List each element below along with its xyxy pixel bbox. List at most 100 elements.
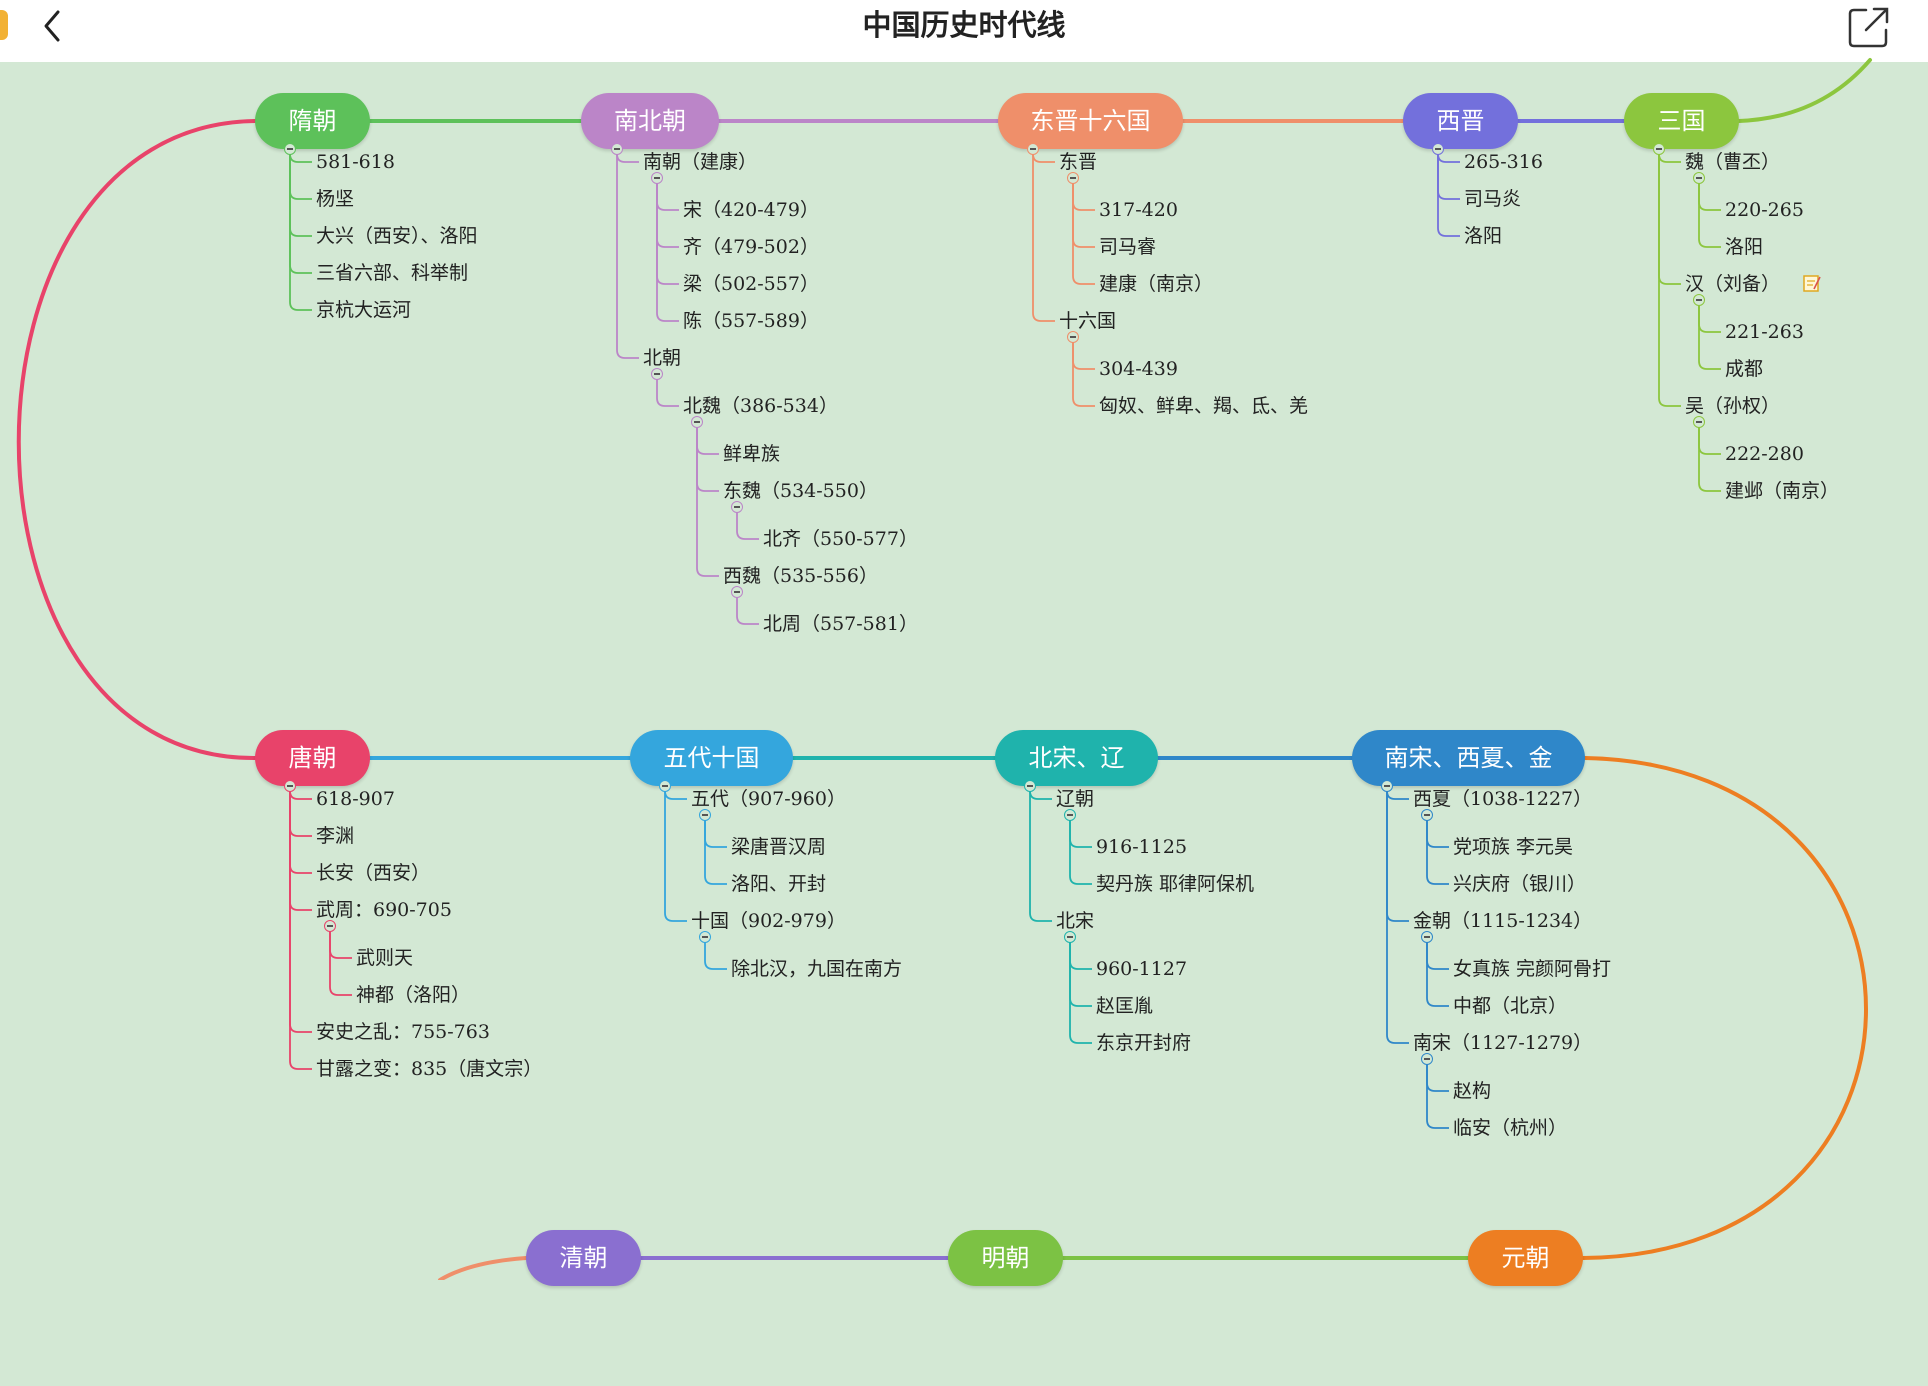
tree-item: 安史之乱：755-763	[316, 1021, 490, 1043]
tree-item: 成都	[1725, 358, 1764, 380]
tree-branch	[1698, 175, 1721, 248]
collapse-toggle-icon[interactable]	[611, 143, 623, 155]
era-wudai-shiguo[interactable]: 五代十国	[630, 730, 793, 786]
tree-branches	[1658, 153, 1721, 492]
tree-branch	[664, 792, 687, 922]
tree-item: 梁唐晋汉周	[731, 836, 827, 858]
collapse-toggle-icon[interactable]	[1432, 143, 1444, 155]
era-sanguo[interactable]: 三国	[1624, 93, 1739, 149]
tree-item: 吴（孙权）	[1685, 395, 1781, 417]
tree-branch	[1069, 812, 1092, 885]
collapse-toggle-icon[interactable]	[284, 143, 296, 155]
collapse-toggle-icon[interactable]	[1381, 780, 1393, 792]
tree-item: 甘露之变：835（唐文宗）	[316, 1058, 543, 1080]
tree-item: 长安（西安）	[316, 862, 431, 884]
era-tang[interactable]: 唐朝	[255, 730, 370, 786]
top-bar	[0, 0, 1928, 62]
era-xijin[interactable]: 西晋	[1403, 93, 1518, 149]
collapse-toggle-icon[interactable]	[731, 501, 743, 513]
tree-item: 赵构	[1453, 1080, 1492, 1102]
collapse-toggle-icon[interactable]	[1064, 809, 1076, 821]
era-sui[interactable]: 隋朝	[255, 93, 370, 149]
tree-branch	[616, 153, 639, 163]
tree-branch	[1426, 812, 1449, 885]
tree-item: 东京开封府	[1096, 1032, 1192, 1054]
tree-branch	[289, 792, 312, 1033]
collapse-toggle-icon[interactable]	[659, 780, 671, 792]
tree-branch	[664, 790, 687, 800]
collapse-toggle-icon[interactable]	[691, 416, 703, 428]
back-button[interactable]	[32, 4, 72, 48]
tree-item: 梁（502-557）	[683, 273, 819, 295]
era-beisong-liao[interactable]: 北宋、辽	[995, 730, 1158, 786]
tree-item: 匈奴、鲜卑、羯、氐、羌	[1099, 395, 1309, 417]
tree-branches	[1032, 153, 1095, 407]
tree-branch	[656, 371, 679, 407]
tree-branch	[656, 175, 679, 248]
tree-item: 960-1127	[1096, 958, 1188, 980]
tree-branch	[1029, 790, 1052, 800]
tree-branch	[289, 790, 312, 800]
tree-branch	[329, 923, 352, 996]
tree-item: 北齐（550-577）	[763, 528, 918, 550]
era-ming[interactable]: 明朝	[948, 1230, 1063, 1286]
collapse-toggle-icon[interactable]	[651, 172, 663, 184]
collapse-toggle-icon[interactable]	[284, 780, 296, 792]
tree-branch	[1658, 153, 1681, 163]
tree-item: 女真族 完颜阿骨打	[1453, 958, 1612, 980]
collapse-toggle-icon[interactable]	[1067, 172, 1079, 184]
tree-item: 东晋	[1059, 151, 1098, 173]
tree-item: 220-265	[1725, 199, 1804, 221]
tree-branch	[1072, 175, 1095, 285]
tree-branches	[616, 153, 759, 625]
note-icon[interactable]	[1803, 274, 1821, 292]
collapse-toggle-icon[interactable]	[1064, 931, 1076, 943]
tree-item: 916-1125	[1096, 836, 1188, 858]
tree-branch	[1658, 155, 1681, 407]
tree-item: 神都（洛阳）	[356, 984, 471, 1006]
collapse-toggle-icon[interactable]	[699, 931, 711, 943]
tree-branch	[289, 792, 312, 874]
tree-branch	[704, 934, 727, 970]
tree-item: 杨坚	[316, 188, 355, 210]
line-yuan-curve	[1581, 756, 1868, 1260]
collapse-toggle-icon[interactable]	[731, 586, 743, 598]
tree-branch	[1032, 155, 1055, 322]
collapse-toggle-icon[interactable]	[1067, 331, 1079, 343]
collapse-toggle-icon[interactable]	[1027, 143, 1039, 155]
collapse-toggle-icon[interactable]	[1693, 172, 1705, 184]
tree-branch	[696, 419, 719, 492]
collapse-toggle-icon[interactable]	[1653, 143, 1665, 155]
tree-branch	[1386, 792, 1409, 922]
era-nansong-xixia-jin[interactable]: 南宋、西夏、金	[1352, 730, 1585, 786]
share-icon	[1848, 7, 1889, 48]
tree-item: 契丹族 耶律阿保机	[1096, 873, 1255, 895]
tree-item: 五代（907-960）	[691, 788, 846, 810]
era-yuan[interactable]: 元朝	[1468, 1230, 1583, 1286]
collapse-toggle-icon[interactable]	[324, 920, 336, 932]
collapse-toggle-icon[interactable]	[651, 368, 663, 380]
tree-item: 西魏（535-556）	[723, 565, 878, 587]
tree-branch	[736, 589, 759, 625]
era-qing[interactable]: 清朝	[526, 1230, 641, 1286]
tree-item: 618-907	[316, 788, 395, 810]
era-nanbeichao[interactable]: 南北朝	[581, 93, 719, 149]
tree-item: 京杭大运河	[316, 299, 412, 321]
era-dongjin-shiliuguo[interactable]: 东晋十六国	[998, 93, 1183, 149]
collapse-toggle-icon[interactable]	[699, 809, 711, 821]
collapse-toggle-icon[interactable]	[1693, 416, 1705, 428]
tree-branch	[289, 792, 312, 911]
line-sanguo-top	[1737, 58, 1872, 123]
tree-item: 建康（南京）	[1099, 273, 1214, 295]
app-logo	[0, 10, 8, 40]
collapse-toggle-icon[interactable]	[1693, 294, 1705, 306]
collapse-toggle-icon[interactable]	[1024, 780, 1036, 792]
collapse-toggle-icon[interactable]	[1421, 931, 1433, 943]
tree-branch	[1032, 153, 1055, 163]
tree-branch	[289, 153, 312, 163]
collapse-toggle-icon[interactable]	[1421, 1053, 1433, 1065]
share-button[interactable]	[1846, 4, 1890, 48]
tree-item: 宋（420-479）	[683, 199, 819, 221]
collapse-toggle-icon[interactable]	[1421, 809, 1433, 821]
tree-branch	[289, 155, 312, 237]
